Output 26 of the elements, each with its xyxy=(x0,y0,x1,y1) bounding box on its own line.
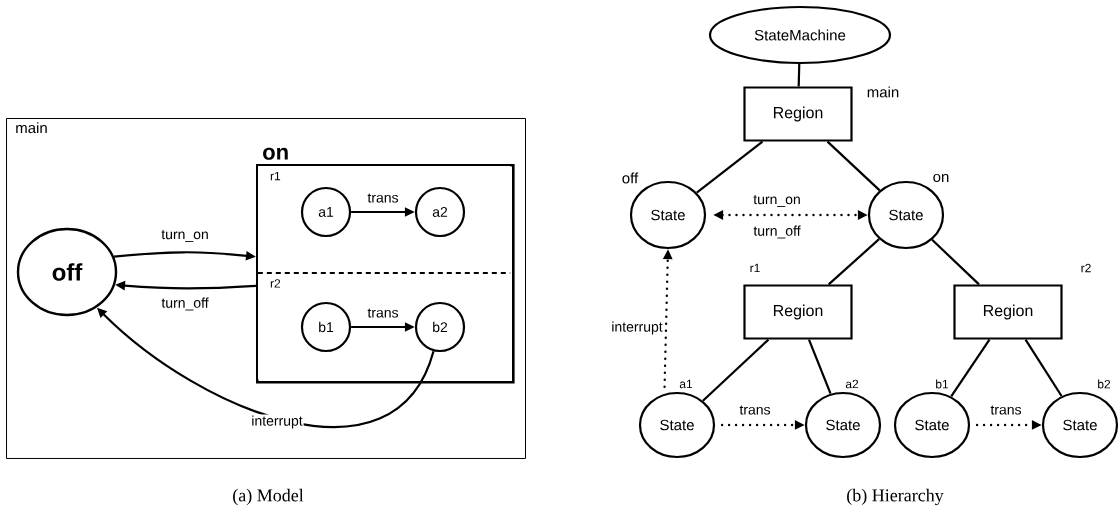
edge-label: trans xyxy=(989,404,1023,416)
edge-label: interrupt xyxy=(610,320,664,336)
caption: (a) Model xyxy=(233,488,304,506)
edge-label: interrupt xyxy=(250,414,304,430)
edge-label: turn_on xyxy=(752,194,802,208)
node-label: a1 xyxy=(679,379,693,389)
edge-label: turn_on xyxy=(160,229,210,243)
node-label: b1 xyxy=(936,379,949,389)
transition-label: turn_off xyxy=(752,224,802,240)
region-box: Region xyxy=(743,284,853,340)
region-box: Region xyxy=(743,86,853,142)
edge-label: turn_off xyxy=(160,296,210,312)
caption: (b) Hierarchy xyxy=(847,488,944,506)
region-box: Region xyxy=(953,284,1063,340)
node-label: on xyxy=(263,147,288,160)
edge-label: trans xyxy=(366,192,400,204)
node-label: r2 xyxy=(1081,263,1091,273)
edge-label: trans xyxy=(738,404,772,416)
node-label: r1 xyxy=(270,172,281,181)
edge-label: trans xyxy=(366,307,400,319)
node-label: r1 xyxy=(750,263,760,273)
node-label: r2 xyxy=(270,279,281,288)
node-label: a2 xyxy=(845,379,859,389)
node-label: b2 xyxy=(1098,379,1111,389)
node-label: on xyxy=(933,173,949,183)
node-label: main xyxy=(867,86,899,98)
